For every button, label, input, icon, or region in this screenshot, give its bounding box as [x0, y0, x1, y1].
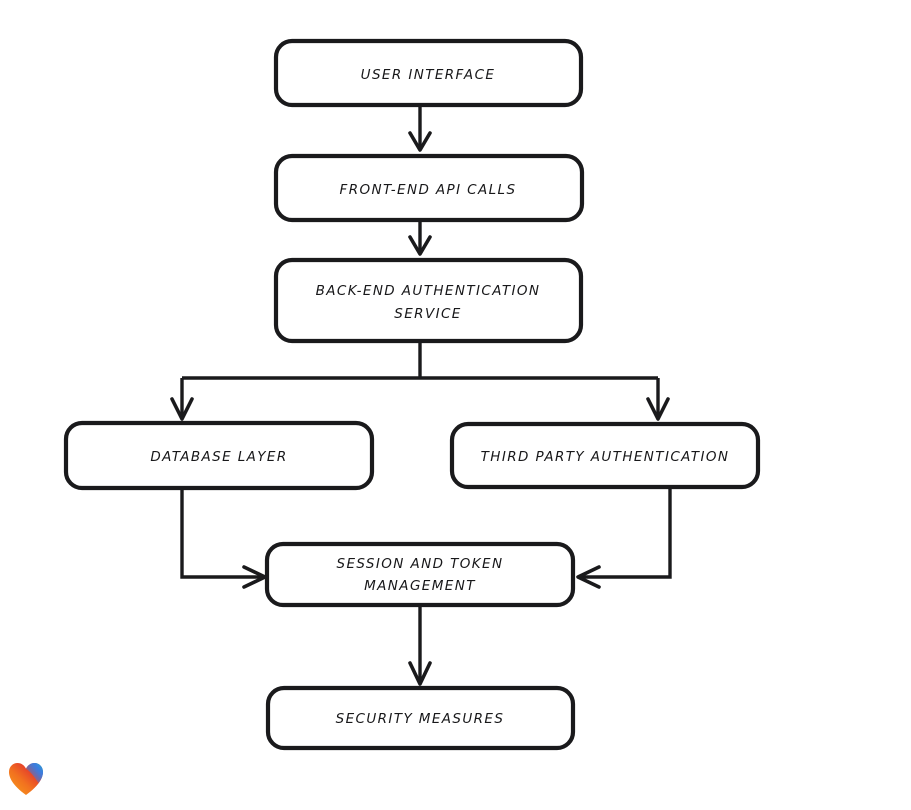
node-back-end-auth-service[interactable]: BACK-END AUTHENTICATION SERVICE: [273, 257, 584, 344]
edge-third-party-auth-to-session-token-mgmt: [576, 487, 672, 589]
node-front-end-api-calls-label: FRONT-END API CALLS: [340, 182, 517, 198]
edge-user-interface-to-front-end-api-calls: [408, 105, 432, 152]
node-third-party-auth[interactable]: THIRD PARTY AUTHENTICATION: [449, 421, 761, 490]
node-third-party-auth-label: THIRD PARTY AUTHENTICATION: [481, 449, 730, 465]
node-session-token-mgmt-shape[interactable]: [264, 541, 576, 608]
node-session-token-mgmt[interactable]: SESSION AND TOKEN MANAGEMENT: [264, 541, 576, 608]
node-security-measures[interactable]: SECURITY MEASURES: [265, 685, 576, 751]
edge-back-end-auth-service-to-database-layer: [170, 378, 194, 421]
edge-database-layer-to-session-token-mgmt: [180, 488, 267, 589]
edge-back-end-auth-service-to-third-party-auth: [646, 378, 670, 421]
node-user-interface[interactable]: USER INTERFACE: [273, 38, 584, 108]
node-front-end-api-calls[interactable]: FRONT-END API CALLS: [273, 153, 585, 223]
node-third-party-auth-shape[interactable]: [449, 421, 761, 490]
edge-front-end-api-calls-to-back-end-auth-service: [408, 220, 432, 256]
node-back-end-auth-service-shape[interactable]: [273, 257, 584, 344]
node-session-token-mgmt-label-line1: SESSION AND TOKEN: [337, 556, 504, 572]
node-database-layer[interactable]: DATABASE LAYER: [63, 420, 375, 491]
heart-icon: [9, 763, 43, 795]
node-database-layer-shape[interactable]: [63, 420, 375, 491]
node-session-token-mgmt-label-line2: MANAGEMENT: [364, 578, 476, 594]
edge-session-token-mgmt-to-security-measures: [408, 605, 432, 686]
node-back-end-auth-service-label-line2: SERVICE: [394, 306, 461, 322]
node-security-measures-shape[interactable]: [265, 685, 576, 751]
node-security-measures-label: SECURITY MEASURES: [336, 711, 505, 727]
node-front-end-api-calls-shape[interactable]: [273, 153, 585, 223]
node-user-interface-label: USER INTERFACE: [361, 67, 496, 83]
node-back-end-auth-service-label-line1: BACK-END AUTHENTICATION: [316, 283, 541, 299]
node-user-interface-shape[interactable]: [273, 38, 584, 108]
node-database-layer-label: DATABASE LAYER: [150, 449, 287, 465]
edge-back-end-auth-service-branch-bus: [182, 341, 658, 380]
